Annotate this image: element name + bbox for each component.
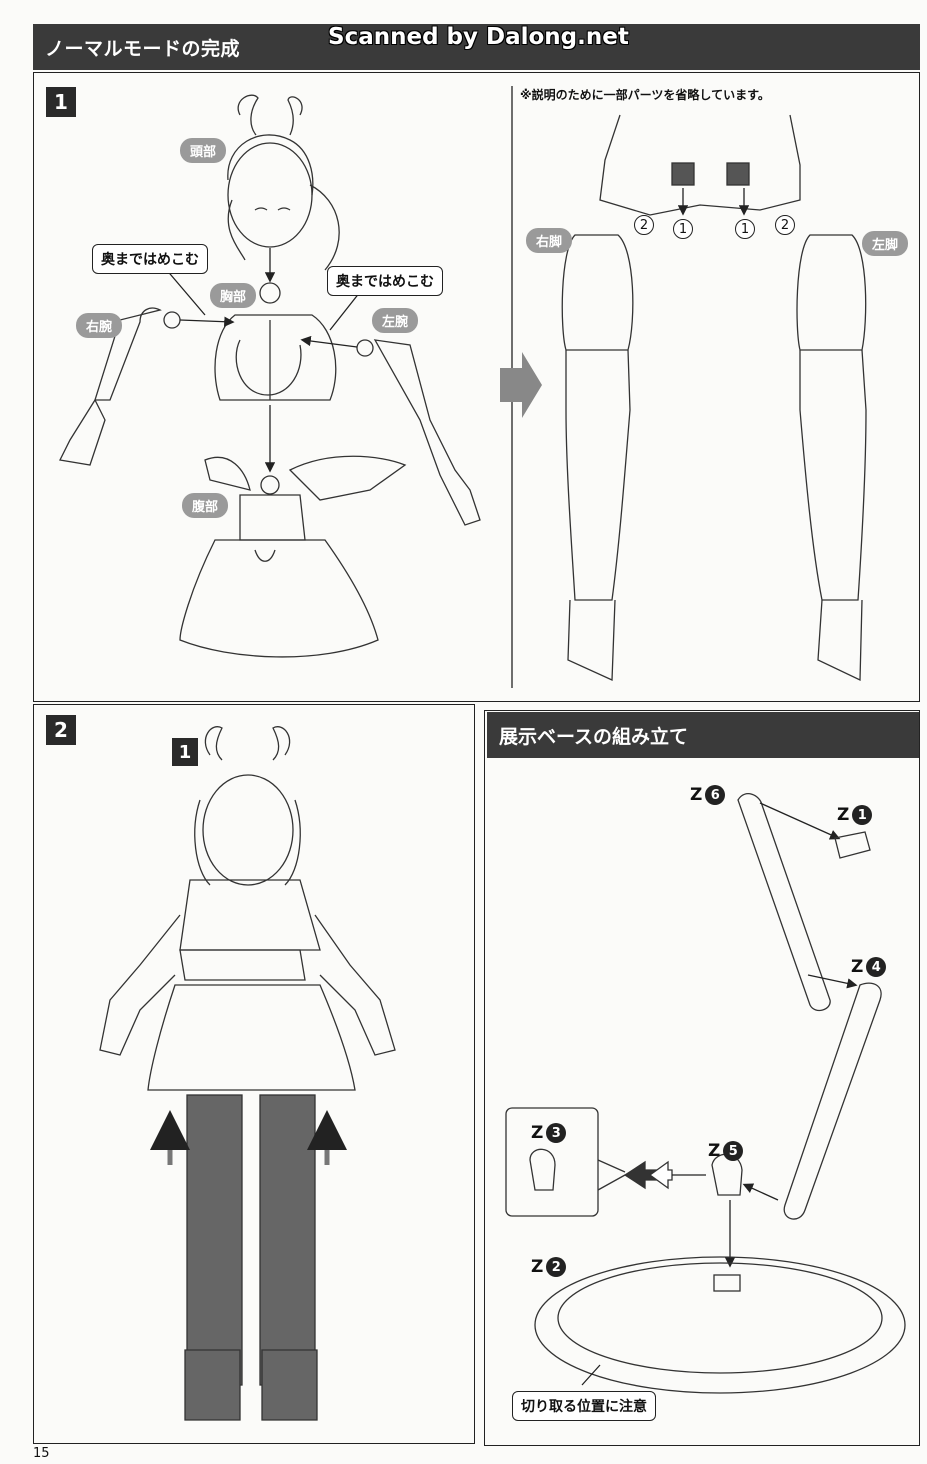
step2-badge: 2 bbox=[46, 715, 76, 745]
part-z4: Z 4 bbox=[851, 957, 887, 977]
section-title: ノーマルモードの完成 bbox=[45, 37, 241, 60]
label-abdomen: 腹部 bbox=[182, 493, 229, 518]
label-left-arm: 左腕 bbox=[372, 308, 419, 333]
label-left-leg: 左脚 bbox=[862, 231, 909, 256]
part-number: 4 bbox=[866, 957, 887, 977]
part-z3: Z 3 bbox=[531, 1123, 567, 1143]
right-arm-part bbox=[59, 307, 181, 466]
part-z1: Z 1 bbox=[837, 805, 873, 825]
base-header: 展示ベースの組み立て bbox=[487, 712, 919, 758]
base-panel bbox=[484, 710, 920, 1446]
label-head: 頭部 bbox=[180, 138, 227, 163]
part-number: 5 bbox=[723, 1141, 744, 1161]
step1-panel bbox=[33, 72, 920, 702]
omission-note: ※説明のために一部パーツを省略しています。 bbox=[520, 88, 770, 102]
chest-part bbox=[214, 282, 337, 401]
right-leg-part bbox=[561, 234, 634, 681]
base-title: 展示ベースの組み立て bbox=[499, 725, 689, 748]
part-number: 1 bbox=[852, 805, 873, 825]
left-leg-part bbox=[796, 234, 867, 682]
head-part bbox=[227, 94, 340, 271]
step2-panel bbox=[33, 704, 475, 1444]
order-mark-2-right: 2 bbox=[775, 215, 795, 235]
label-chest: 胸部 bbox=[210, 283, 257, 308]
label-right-arm: 右腕 bbox=[76, 313, 123, 338]
assembled-figure bbox=[99, 726, 396, 1421]
step1-badge: 1 bbox=[46, 87, 76, 117]
abdomen-part bbox=[179, 455, 407, 658]
order-mark-1-right: 1 bbox=[735, 219, 755, 239]
watermark: Scanned by Dalong.net bbox=[328, 24, 629, 50]
step-ref-badge: 1 bbox=[172, 738, 198, 766]
part-z5: Z 5 bbox=[708, 1141, 744, 1161]
part-z6: Z 6 bbox=[690, 785, 726, 805]
callout-insert-left: 奥まではめこむ bbox=[327, 266, 443, 296]
part-number: 2 bbox=[546, 1257, 567, 1277]
label-right-leg: 右脚 bbox=[526, 228, 573, 253]
callout-insert-right: 奥まではめこむ bbox=[92, 244, 208, 274]
page-number: 15 bbox=[33, 1446, 50, 1461]
part-number: 3 bbox=[546, 1123, 567, 1143]
skirt-top bbox=[599, 114, 801, 216]
caution-callout: 切り取る位置に注意 bbox=[512, 1391, 656, 1421]
order-mark-1-left: 1 bbox=[673, 219, 693, 239]
order-mark-2-left: 2 bbox=[634, 215, 654, 235]
part-number: 6 bbox=[705, 785, 726, 805]
base-artwork bbox=[505, 793, 906, 1394]
section-header: ノーマルモードの完成 bbox=[33, 24, 920, 70]
part-z2: Z 2 bbox=[531, 1257, 567, 1277]
left-arm-part bbox=[356, 339, 481, 526]
